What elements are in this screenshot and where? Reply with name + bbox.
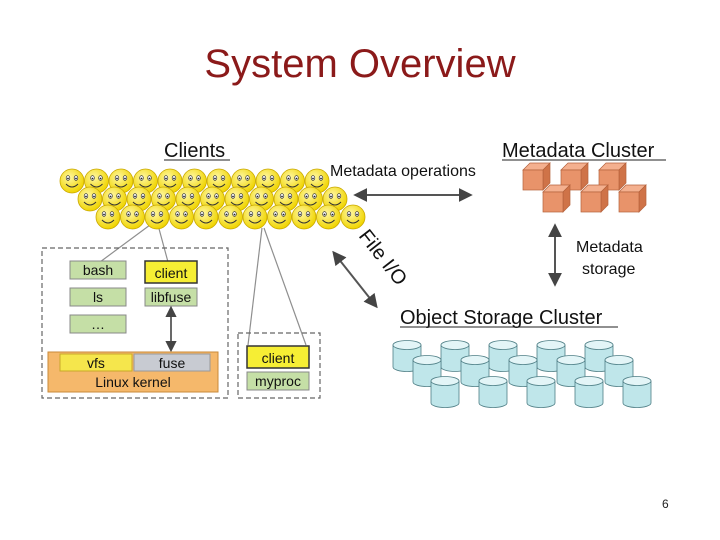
client-smileys (59, 168, 366, 230)
metadata-server-icon (598, 162, 627, 191)
client-smiley-icon (267, 204, 292, 230)
storage-node-icon (526, 376, 556, 408)
library-client-box-label: client (262, 350, 295, 366)
metadata-server-icon (522, 162, 551, 191)
metadata-cluster-heading: Metadata Cluster (502, 140, 666, 162)
client-smiley-icon (291, 204, 317, 230)
storage-node-icon (622, 376, 652, 408)
metadata-server-icon (560, 162, 589, 191)
library-client-box (246, 345, 310, 369)
client-box-label: client (155, 265, 188, 281)
client-smiley-icon (304, 168, 330, 194)
client-smiley-icon (59, 168, 85, 194)
client-smiley-icon (120, 204, 145, 230)
user-box-bash (69, 260, 127, 280)
user-box-ellipsis (69, 314, 127, 334)
client-smiley-icon (340, 204, 366, 230)
svg-text:Metadata Cluster: Metadata Cluster (502, 140, 655, 162)
metadata-operations-label: Metadata operations (330, 163, 476, 180)
fuse-box (133, 353, 211, 372)
svg-text:Clients: Clients (164, 140, 225, 162)
kernel-client-stack: bash ls … client libfuse vfs fuse Linux … (41, 247, 229, 399)
client-smiley-icon (242, 204, 268, 230)
vfs-box-label: vfs (87, 355, 105, 371)
clients-heading: Clients (164, 140, 230, 162)
client-connection-lines (99, 224, 307, 346)
myproc-box (246, 371, 310, 391)
user-box-ls-label: ls (93, 289, 103, 305)
slide-title: System Overview (204, 42, 516, 86)
file-io-label: File I/O (354, 226, 411, 290)
svg-text:Object Storage Cluster: Object Storage Cluster (400, 307, 603, 329)
client-smiley-icon (193, 204, 219, 230)
client-smiley-icon (218, 204, 243, 230)
linux-kernel-label: Linux kernel (95, 374, 171, 390)
storage-node-icon (430, 376, 460, 408)
metadata-server-icon (618, 184, 647, 213)
client-box (144, 260, 198, 284)
metadata-server-icon (580, 184, 609, 213)
user-box-ls (69, 287, 127, 307)
metadata-cluster-nodes (522, 162, 647, 213)
library-client-container (237, 332, 321, 399)
object-storage-heading: Object Storage Cluster (400, 307, 618, 329)
page-number: 6 (662, 497, 669, 511)
client-smiley-icon (169, 204, 194, 230)
user-box-ellipsis-label: … (91, 316, 105, 332)
fuse-box-label: fuse (159, 355, 186, 371)
user-box-bash-label: bash (83, 262, 113, 278)
kernel-client-container (41, 247, 229, 399)
metadata-server-icon (542, 184, 571, 213)
client-smiley-icon (95, 204, 121, 230)
storage-node-icon (392, 340, 422, 372)
storage-node-icon (574, 376, 604, 408)
object-storage-nodes (392, 340, 652, 408)
client-smiley-icon (316, 204, 341, 230)
library-client-stack: client myproc (237, 332, 321, 399)
myproc-box-label: myproc (255, 373, 301, 389)
libfuse-box-label: libfuse (151, 289, 192, 305)
storage-node-icon (478, 376, 508, 408)
metadata-storage-label: Metadata storage (576, 239, 647, 278)
file-io-arrow (332, 250, 378, 309)
vfs-box (59, 353, 133, 372)
client-smiley-icon (144, 204, 170, 230)
client-smiley-icon (77, 186, 103, 212)
